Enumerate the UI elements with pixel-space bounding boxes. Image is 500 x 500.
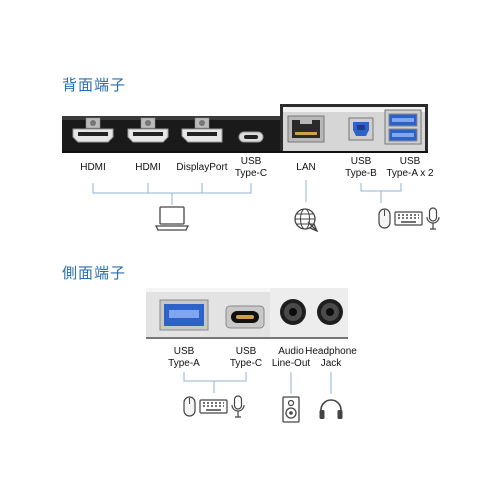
audio-line-out-port bbox=[280, 299, 306, 325]
usb-type-b-port bbox=[348, 117, 374, 141]
headphone-jack-port bbox=[317, 299, 343, 325]
port-label-lan: LAN bbox=[296, 162, 316, 173]
usb-c-port-rear bbox=[238, 131, 264, 143]
keyboard-icon bbox=[199, 399, 228, 414]
microphone-icon bbox=[426, 207, 440, 230]
microphone-icon bbox=[231, 395, 245, 418]
speaker-icon bbox=[282, 396, 300, 423]
keyboard-icon bbox=[394, 211, 423, 226]
port-label-displayport: DisplayPort bbox=[176, 162, 228, 173]
side-ports-heading: 側面端子 bbox=[62, 264, 127, 282]
hdmi-port-2 bbox=[127, 117, 169, 143]
hdmi-port-1 bbox=[72, 117, 114, 143]
rear-ports-heading: 背面端子 bbox=[62, 76, 127, 94]
laptop-icon bbox=[154, 206, 190, 231]
usb-type-a-ports-rear bbox=[384, 109, 422, 145]
port-label-hdmi-2: HDMI bbox=[135, 162, 161, 173]
globe-network-icon bbox=[294, 208, 319, 233]
usb-type-a-port-side bbox=[159, 299, 209, 331]
mouse-icon bbox=[183, 396, 196, 417]
mouse-icon bbox=[378, 208, 391, 229]
port-label-hdmi-1: HDMI bbox=[80, 162, 106, 173]
headphone-icon bbox=[319, 399, 343, 419]
usb-c-port-side bbox=[225, 305, 265, 329]
displayport-port bbox=[181, 117, 223, 143]
lan-port bbox=[287, 115, 325, 143]
